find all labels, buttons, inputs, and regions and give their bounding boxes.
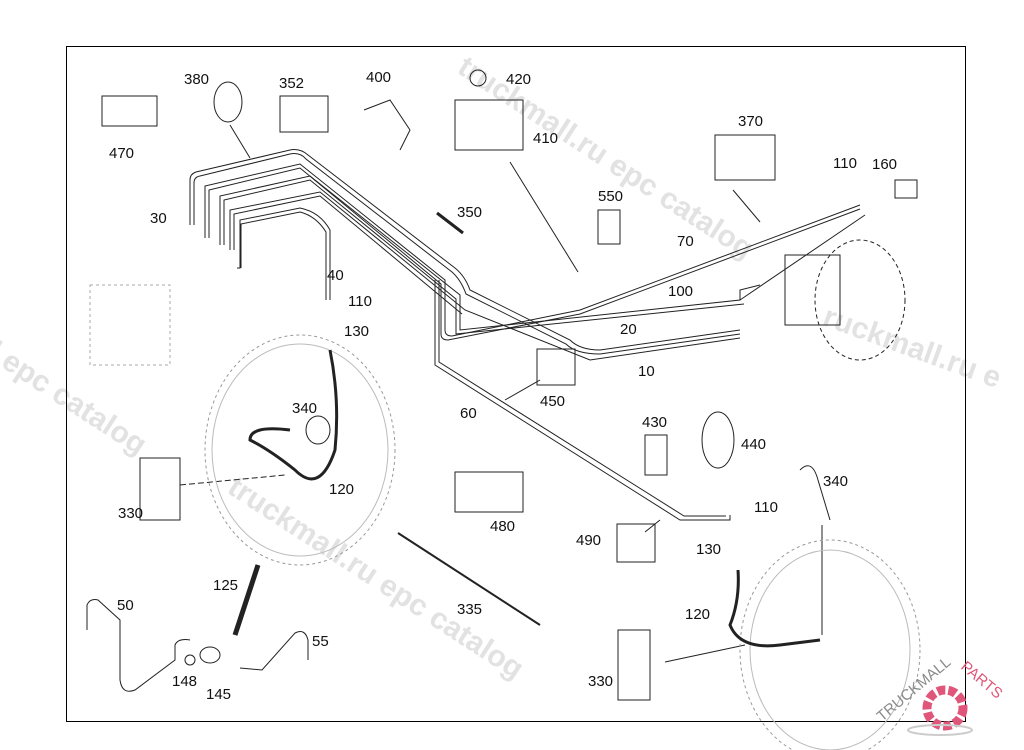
label-120[interactable]: 120 [329,481,354,498]
label-145[interactable]: 145 [206,686,231,703]
brake-disc-right [739,539,921,750]
master-cylinder [784,254,841,326]
label-120[interactable]: 120 [685,606,710,623]
label-450[interactable]: 450 [540,393,565,410]
part-420 [469,69,487,87]
label-380[interactable]: 380 [184,71,209,88]
part-160 [894,179,918,199]
label-490[interactable]: 490 [576,532,601,549]
label-148[interactable]: 148 [172,673,197,690]
part-340-left [305,415,331,445]
label-352[interactable]: 352 [279,75,304,92]
label-30[interactable]: 30 [150,210,167,227]
label-550[interactable]: 550 [598,188,623,205]
label-60[interactable]: 60 [460,405,477,422]
brake-hose-left [248,349,339,481]
part-410 [454,99,524,151]
part-330-left [139,457,181,521]
label-340[interactable]: 340 [292,400,317,417]
part-400 [363,99,411,151]
part-550 [597,209,621,245]
label-400[interactable]: 400 [366,69,391,86]
part-490 [616,523,656,563]
label-420[interactable]: 420 [506,71,531,88]
label-410[interactable]: 410 [533,130,558,147]
part-340-right [799,465,831,521]
brand-logo: TRUCKMALL PARTS [874,654,1006,736]
part-352 [279,95,329,133]
diagram-frame [66,46,966,722]
label-20[interactable]: 20 [620,321,637,338]
label-130[interactable]: 130 [696,541,721,558]
brake-line-55 [239,631,309,671]
abs-unit [89,284,171,366]
label-10[interactable]: 10 [638,363,655,380]
label-125[interactable]: 125 [213,577,238,594]
label-430[interactable]: 430 [642,414,667,431]
label-55[interactable]: 55 [312,633,329,650]
part-470 [101,95,158,127]
label-130[interactable]: 130 [344,323,369,340]
label-340[interactable]: 340 [823,473,848,490]
brake-disc-left [204,334,396,566]
label-440[interactable]: 440 [741,436,766,453]
part-labels: 470 380 352 400 420 410 370 110 160 550 … [109,69,897,703]
label-40[interactable]: 40 [327,267,344,284]
label-70[interactable]: 70 [677,233,694,250]
hose-125 [232,564,261,636]
brand-name-accent: PARTS [957,658,1005,702]
label-370[interactable]: 370 [738,113,763,130]
brake-line-50 [86,599,191,692]
label-330[interactable]: 330 [118,505,143,522]
label-110[interactable]: 110 [754,499,778,516]
label-160[interactable]: 160 [872,156,897,173]
part-145 [199,646,221,664]
label-350[interactable]: 350 [457,204,482,221]
gear-icon [922,685,968,731]
part-480 [454,471,524,513]
part-440 [701,411,735,469]
part-450 [536,348,576,386]
part-370 [714,134,776,181]
label-330[interactable]: 330 [588,673,613,690]
brake-line-bundle [189,149,866,521]
part-330-right [617,629,651,701]
part-380 [213,81,243,123]
label-470[interactable]: 470 [109,145,134,162]
part-148 [184,654,196,666]
label-110[interactable]: 110 [348,293,372,310]
label-50[interactable]: 50 [117,597,134,614]
part-350 [436,211,464,235]
label-100[interactable]: 100 [668,283,693,300]
brake-booster [814,239,906,361]
label-480[interactable]: 480 [490,518,515,535]
part-430 [644,434,668,476]
brake-hose-right [728,569,821,648]
label-110[interactable]: 110 [833,155,857,172]
cable-tie-335 [397,532,541,626]
label-335[interactable]: 335 [457,601,482,618]
